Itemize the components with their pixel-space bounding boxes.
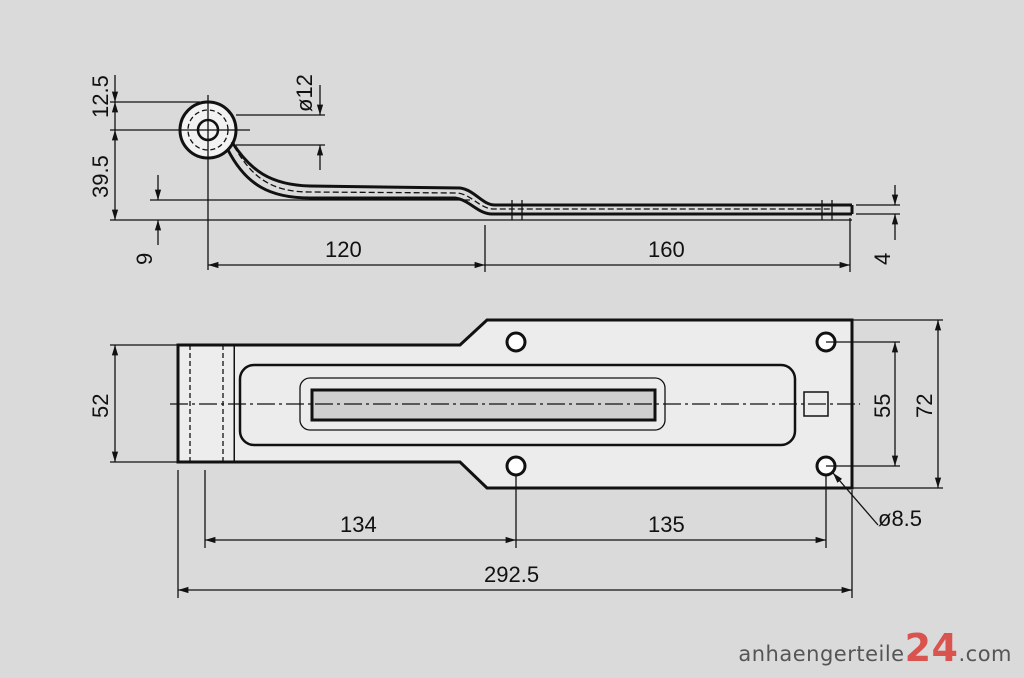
dim-knuckle-width: 52 bbox=[88, 394, 113, 418]
dim-pin-diameter: ø12 bbox=[292, 74, 317, 112]
dim-hole-spacing-horizontal: 135 bbox=[648, 512, 685, 537]
side-view bbox=[110, 75, 900, 272]
dim-overall-length: 292.5 bbox=[484, 562, 539, 587]
watermark-number: 24 bbox=[904, 626, 959, 670]
dim-eye-top: 12.5 bbox=[88, 75, 113, 118]
watermark-logo: anhaengerteile24.com bbox=[738, 626, 1012, 670]
logo-mark-icon bbox=[803, 391, 829, 417]
dim-eye-to-base: 39.5 bbox=[88, 155, 113, 198]
dim-hole-spacing-vertical: 55 bbox=[870, 394, 895, 418]
dim-length-2: 160 bbox=[648, 237, 685, 262]
dim-hole-diameter: ø8.5 bbox=[878, 506, 922, 531]
dim-length-1: 120 bbox=[325, 237, 362, 262]
watermark-suffix: .com bbox=[958, 642, 1012, 666]
dim-plate-width: 72 bbox=[912, 394, 937, 418]
plan-view bbox=[110, 318, 943, 598]
dim-thickness: 4 bbox=[870, 253, 895, 265]
dim-offset: 9 bbox=[132, 253, 157, 265]
dim-hole-offset: 134 bbox=[340, 512, 377, 537]
watermark-prefix: anhaengerteile bbox=[738, 642, 905, 666]
